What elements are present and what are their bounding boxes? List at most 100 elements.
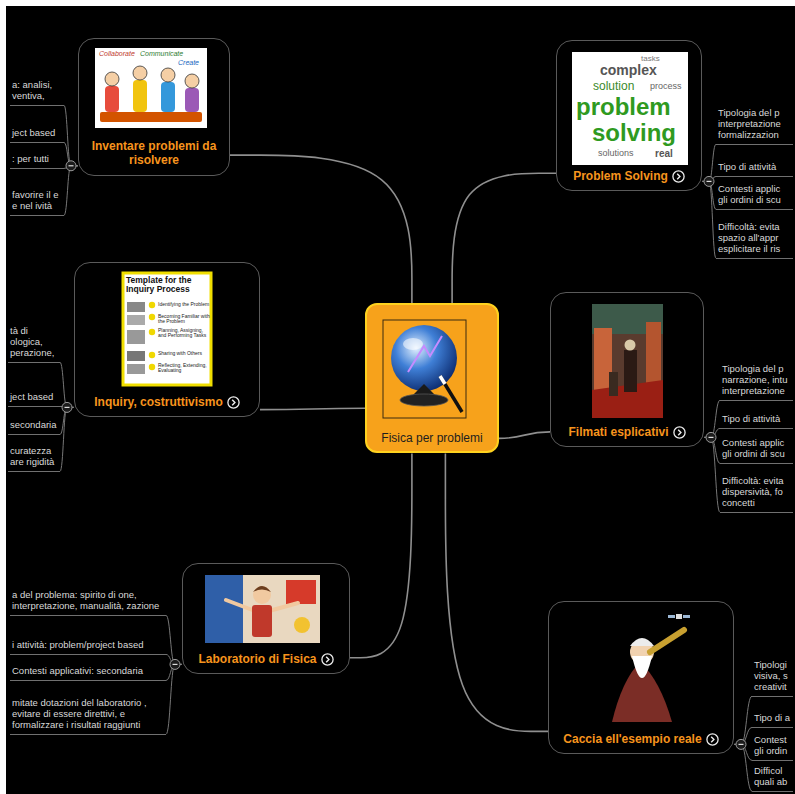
hair [630, 638, 654, 646]
picture-text: problem [576, 94, 671, 120]
picture-text: Collaborate [99, 50, 135, 58]
branch-connector [445, 453, 548, 731]
subtopic-item: Tipo di attività [716, 162, 793, 177]
subtopic-item: curatezza are rigidità [8, 446, 60, 472]
picture-text: Planning, Assigning, and Performing Task… [158, 328, 210, 339]
photo-drawing [294, 617, 310, 633]
subtopic-item: mitate dotazioni del laboratorio , evita… [10, 698, 166, 735]
picture-text: Sharing with Others [158, 351, 210, 356]
topic-title: Inventare problemi da risolvere [85, 139, 223, 168]
picture-text: Create [178, 59, 199, 67]
ball-shine [403, 338, 423, 350]
cartoon-table [100, 112, 202, 122]
picture-text: solutions [598, 149, 634, 159]
subtopic-item: Contesti applic gli ordini di scu [716, 184, 793, 210]
toggle-ring [704, 176, 714, 186]
picture-text: solving [592, 120, 676, 146]
toggle-minus [173, 664, 178, 665]
poster-icon [127, 330, 145, 344]
cartoon-head [185, 74, 199, 88]
poster-icon [127, 315, 145, 325]
subtopic-item: Tipo di a [752, 713, 793, 728]
topic-title: Filmati esplicativi [568, 425, 668, 439]
subtopic-text: Contesti applicativi: secondaria [12, 666, 164, 677]
subtopic-item: Difficol quali ab [752, 766, 793, 792]
icon-chevron [711, 736, 714, 741]
collapse-toggle [62, 402, 72, 412]
subtopic-text: Difficoltà: evita dispersività, fo conce… [722, 476, 791, 509]
subtopic-text: a del problema: spirito di one, interpre… [12, 590, 164, 612]
subtopic-text: mitate dotazioni del laboratorio , evita… [12, 698, 164, 731]
subtopic-text: ject based [10, 392, 58, 403]
subtopic-text: curatezza are rigidità [10, 446, 58, 468]
topic-title: Problem Solving [573, 169, 668, 183]
painting-statue [609, 372, 618, 396]
magic-spark [408, 336, 442, 372]
toggle-minus [709, 437, 714, 438]
step-dot [149, 364, 155, 370]
magic-wand [440, 376, 462, 412]
poster-icon [127, 351, 145, 361]
subtopic-item: i attività: problem/project based [10, 640, 166, 655]
beard [632, 656, 652, 678]
painting-statue [624, 350, 637, 392]
subtopic-connector [734, 696, 752, 744]
subtopic-connector [60, 362, 74, 407]
title-row: Fisica per problemi [373, 431, 491, 445]
cartoon-head [161, 68, 175, 82]
topic-title: Laboratorio di Fisica [198, 652, 316, 666]
satellite-panel [668, 615, 675, 618]
icon-ring [228, 397, 239, 408]
collapse-toggle [706, 432, 716, 442]
branch-connector [260, 408, 365, 409]
subtopic-item: secondaria [8, 420, 60, 435]
subtopic-item: Contest gli ordin [752, 735, 793, 761]
branch-connector [499, 432, 550, 439]
poster-frame [123, 273, 211, 385]
open-topic-icon [672, 170, 685, 183]
toggle-ring [736, 739, 746, 749]
subtopic-connector [166, 615, 182, 664]
topic-title: Inquiry, costruttivismo [94, 395, 222, 409]
picture-text: Reflecting, Extending, Evaluating [158, 363, 210, 374]
toggle-minus [65, 407, 70, 408]
picture-frame [383, 320, 466, 418]
collapse-toggle [736, 739, 746, 749]
subtopic-text: a: analisi, ventiva, [12, 80, 62, 102]
subtopic-connector [734, 744, 752, 791]
open-topic-icon [227, 396, 240, 409]
child-head [253, 586, 271, 604]
cartoon-body [105, 86, 119, 112]
subtopic-item: Tipologi visiva, s creativit [752, 660, 793, 697]
word-cloud-ground [572, 52, 688, 165]
cartoon-body [185, 88, 199, 112]
cartoon-body [133, 80, 147, 112]
satellite-panel [683, 615, 690, 618]
picture-text: complex [600, 63, 657, 78]
toggle-ring [66, 161, 76, 171]
branch-connector [350, 453, 412, 657]
subtopic-text: i attività: problem/project based [12, 640, 164, 651]
satellite [676, 614, 682, 619]
subtopic-text: secondaria [10, 420, 58, 431]
child-hair [253, 586, 271, 592]
subtopic-text: Contest gli ordin [754, 735, 791, 757]
picture-text: Template for the Inquiry Process [126, 276, 210, 294]
toggle-ring [62, 402, 72, 412]
photo-wall [205, 575, 243, 643]
subtopic-item: Contesti applic gli ordini di scu [720, 438, 793, 464]
toggle-minus [707, 181, 712, 182]
team-cartoon [95, 48, 207, 128]
step-dot [149, 352, 155, 358]
subtopic-item: tà di ologica, perazione, [8, 326, 60, 363]
painting-ground [592, 304, 663, 418]
picture-text: solution [593, 80, 634, 93]
picture-text: process [650, 82, 682, 92]
subtopic-item: a del problema: spirito di one, interpre… [10, 590, 166, 616]
subtopic-item: Tipologia del p narrazione, intu interpr… [720, 364, 793, 401]
topic-title: Caccia ell'esempio reale [563, 732, 701, 746]
subtopic-connector [702, 144, 716, 181]
toggle-minus [739, 744, 744, 745]
title-row: Problem Solving [563, 169, 695, 183]
subtopic-text: favorire il e e nel ività [12, 190, 62, 212]
